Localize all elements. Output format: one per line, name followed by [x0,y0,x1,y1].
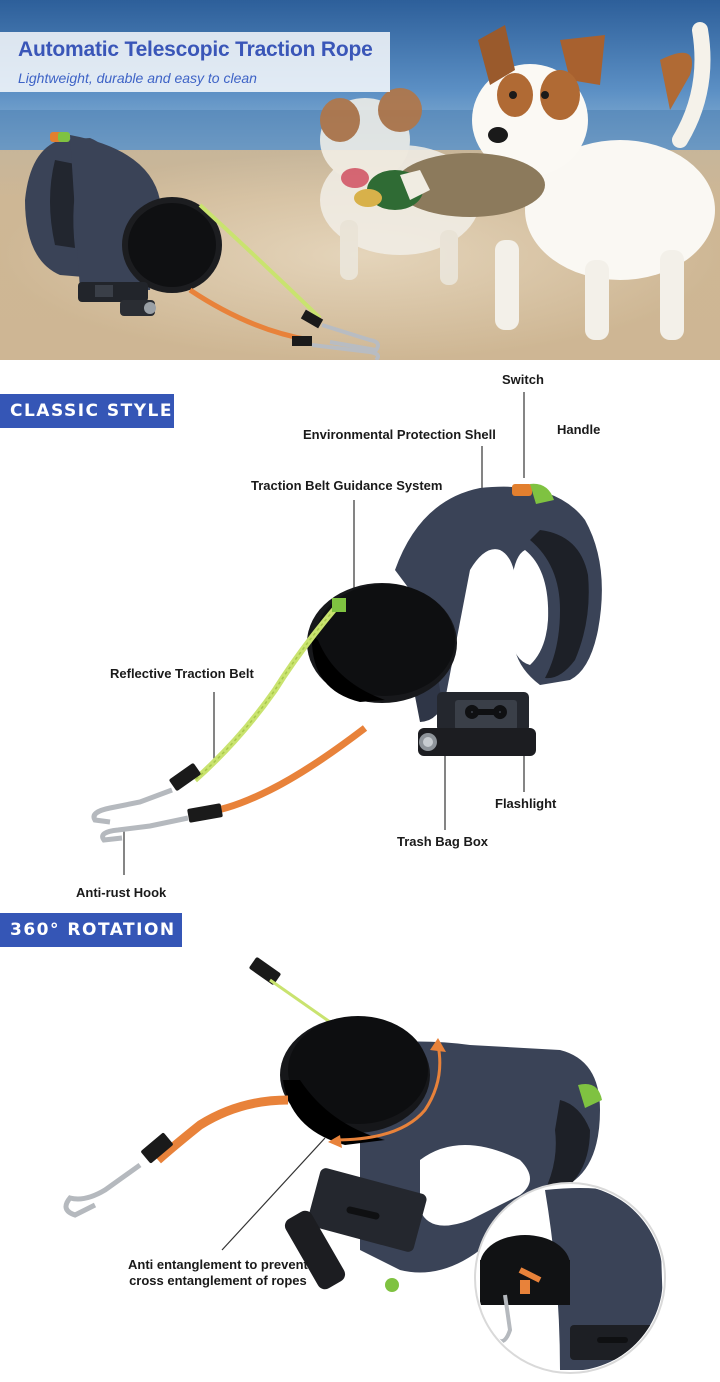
dog-front [472,22,715,340]
anti-rust-hooks [91,787,189,843]
callout-protection-shell: Environmental Protection Shell [303,427,496,442]
callout-anti-entanglement-line2: cross entanglement of ropes [129,1273,307,1288]
callout-guidance-system: Traction Belt Guidance System [251,478,443,493]
rotation-tag: 360° ROTATION [0,913,182,947]
callout-switch: Switch [502,372,544,387]
bone-icon [346,1206,380,1220]
callout-anti-entanglement: Anti entanglement to prevent cross entan… [128,1257,308,1289]
classic-style-tag: CLASSIC STYLE [0,394,174,428]
classic-leash-diagram [91,392,602,875]
callout-anti-rust-hook: Anti-rust Hook [76,885,167,900]
rotation-leash-diagram [63,957,666,1374]
hero-title: Automatic Telescopic Traction Rope [18,38,373,61]
duck-toy [354,153,545,217]
classic-leash-body [307,483,602,756]
callout-trash-bag-box: Trash Bag Box [397,834,489,849]
hero-leash-product [25,132,380,360]
callout-handle: Handle [557,422,601,437]
bone-icon [465,705,507,719]
hero-title-banner [0,32,390,92]
callout-flashlight: Flashlight [495,796,557,811]
detail-inset-circle [474,1182,666,1374]
callout-anti-entanglement-line1: Anti entanglement to prevent [128,1257,308,1272]
callout-reflective-belt: Reflective Traction Belt [110,666,254,681]
hero-banner-image: Automatic Telescopic Traction Rope Light… [0,0,720,360]
hero-subtitle: Lightweight, durable and easy to clean [18,70,257,86]
